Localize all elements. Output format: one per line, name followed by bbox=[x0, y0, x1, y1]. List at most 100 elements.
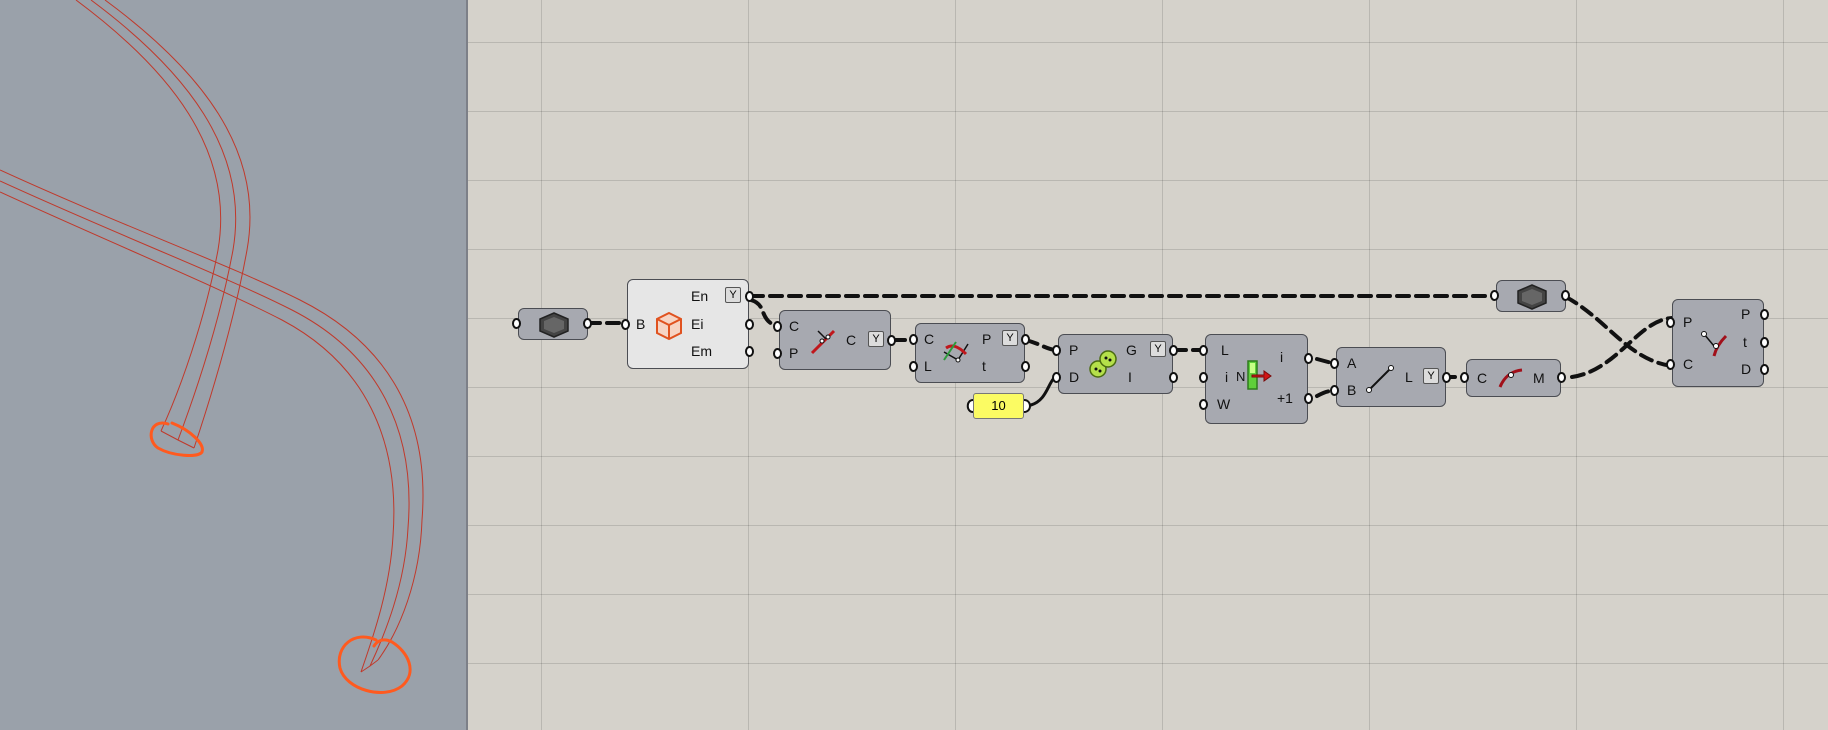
input-label-c: C bbox=[924, 331, 935, 347]
input-label-l: L bbox=[924, 358, 932, 374]
input-label-b: B bbox=[1347, 382, 1357, 398]
upper-curve-3 bbox=[104, 0, 251, 449]
input-label-a: A bbox=[1347, 355, 1357, 371]
input-label-p: P bbox=[1069, 342, 1079, 358]
output-label-c: C bbox=[846, 332, 857, 348]
geometry-param-left[interactable] bbox=[512, 308, 592, 340]
flatten-icon: Y bbox=[1150, 341, 1166, 357]
curve-middle-icon bbox=[1498, 368, 1523, 388]
group-points-component[interactable]: P D G I Y bbox=[1052, 334, 1178, 394]
geometry-param-right[interactable] bbox=[1490, 280, 1570, 312]
viewport-geometry bbox=[0, 0, 424, 694]
input-label-l: L bbox=[1221, 342, 1229, 358]
line-icon bbox=[1366, 365, 1394, 393]
output-grip-i[interactable] bbox=[1304, 353, 1313, 364]
lower-curve-end bbox=[360, 659, 379, 673]
box-icon bbox=[656, 311, 682, 341]
output-grip-d[interactable] bbox=[1760, 364, 1769, 375]
input-grip-a[interactable] bbox=[1330, 358, 1339, 369]
input-grip-l[interactable] bbox=[1199, 345, 1208, 356]
output-grip-t[interactable] bbox=[1021, 361, 1030, 372]
output-grip-next[interactable] bbox=[1304, 393, 1313, 404]
input-grip-p[interactable] bbox=[1666, 317, 1675, 328]
list-item-component[interactable]: L i W N i +1 bbox=[1199, 334, 1313, 424]
input-label-c: C bbox=[1477, 370, 1488, 386]
output-grip[interactable] bbox=[1561, 290, 1570, 301]
output-grip-em[interactable] bbox=[745, 346, 754, 357]
input-grip-p[interactable] bbox=[1052, 345, 1061, 356]
deconstruct-brep-component[interactable]: B En Ei Em Y bbox=[621, 279, 754, 369]
line-component[interactable]: A B L Y bbox=[1330, 347, 1451, 407]
output-label-en: En bbox=[691, 288, 709, 304]
closest-curve-icon bbox=[810, 329, 836, 355]
closest-curve-component[interactable]: C P C Y bbox=[773, 310, 896, 370]
input-grip[interactable] bbox=[512, 318, 521, 329]
flatten-icon: Y bbox=[868, 331, 884, 347]
output-label-em: Em bbox=[691, 343, 712, 359]
grasshopper-canvas[interactable]: B En Ei Em Y C P C Y C L bbox=[468, 0, 1828, 730]
number-slider[interactable]: 10 bbox=[973, 393, 1024, 419]
hexagon-icon bbox=[1517, 284, 1547, 310]
input-label-p: P bbox=[789, 345, 799, 361]
flatten-icon: Y bbox=[1002, 330, 1018, 346]
output-grip-m[interactable] bbox=[1557, 372, 1566, 383]
output-label-i: I bbox=[1128, 369, 1132, 385]
viewport-divider[interactable] bbox=[466, 0, 468, 730]
input-grip-c[interactable] bbox=[909, 334, 918, 345]
input-grip-w[interactable] bbox=[1199, 399, 1208, 410]
curve-middle-component[interactable]: C M bbox=[1460, 359, 1566, 397]
output-label-t: t bbox=[982, 358, 986, 374]
rhino-viewport[interactable] bbox=[0, 0, 467, 730]
index-label-n: N bbox=[1236, 369, 1246, 384]
output-grip-c[interactable] bbox=[887, 335, 896, 346]
input-grip-b[interactable] bbox=[621, 319, 630, 330]
lower-curve-2 bbox=[0, 180, 410, 667]
output-label-i: i bbox=[1280, 349, 1284, 365]
closest-point-icon bbox=[1701, 331, 1728, 357]
curve-point-icon bbox=[943, 341, 969, 363]
input-grip-c[interactable] bbox=[1460, 372, 1469, 383]
output-grip-en[interactable] bbox=[745, 291, 754, 302]
input-label-c: C bbox=[1683, 356, 1694, 372]
input-grip-c[interactable] bbox=[1666, 359, 1675, 370]
input-grip-d[interactable] bbox=[1052, 372, 1061, 383]
upper-curve-group bbox=[75, 0, 251, 449]
lower-curve-group bbox=[0, 169, 424, 673]
output-label-l: L bbox=[1405, 369, 1413, 385]
hexagon-icon bbox=[539, 312, 569, 338]
output-label-p: P bbox=[982, 331, 992, 347]
output-grip-t[interactable] bbox=[1760, 337, 1769, 348]
flatten-icon: Y bbox=[725, 287, 741, 303]
slider-value: 10 bbox=[991, 398, 1006, 413]
output-grip-p[interactable] bbox=[1021, 334, 1030, 345]
output-grip-i[interactable] bbox=[1169, 372, 1178, 383]
output-grip-ei[interactable] bbox=[745, 319, 754, 330]
output-label-ei: Ei bbox=[691, 316, 704, 332]
curve-closest-point-component[interactable]: P C P t D bbox=[1666, 299, 1769, 387]
list-item-icon bbox=[1247, 360, 1272, 390]
input-grip-p[interactable] bbox=[773, 348, 782, 359]
flatten-icon: Y bbox=[1423, 368, 1439, 384]
upper-curve-1 bbox=[75, 0, 222, 432]
input-label-i: i bbox=[1225, 369, 1229, 385]
output-label-d: D bbox=[1741, 361, 1752, 377]
output-grip-l[interactable] bbox=[1442, 372, 1451, 383]
upper-curve-2 bbox=[90, 0, 237, 441]
wire-geometry-to-closest-p bbox=[1564, 295, 1674, 368]
lower-curve-1 bbox=[0, 169, 424, 661]
output-grip-g[interactable] bbox=[1169, 345, 1178, 356]
curve-point-component[interactable]: C L P t Y bbox=[909, 323, 1030, 383]
input-grip-c[interactable] bbox=[773, 321, 782, 332]
output-label-next: +1 bbox=[1277, 390, 1293, 406]
input-grip[interactable] bbox=[1490, 290, 1499, 301]
output-label-m: M bbox=[1533, 370, 1545, 386]
output-grip-p[interactable] bbox=[1760, 309, 1769, 320]
input-grip-l[interactable] bbox=[909, 361, 918, 372]
input-label-p: P bbox=[1683, 314, 1693, 330]
annotation-circle-1 bbox=[149, 421, 204, 457]
output-grip[interactable] bbox=[583, 318, 592, 329]
input-grip-b[interactable] bbox=[1330, 385, 1339, 396]
input-label-d: D bbox=[1069, 369, 1080, 385]
input-label-c: C bbox=[789, 318, 800, 334]
input-grip-i[interactable] bbox=[1199, 372, 1208, 383]
